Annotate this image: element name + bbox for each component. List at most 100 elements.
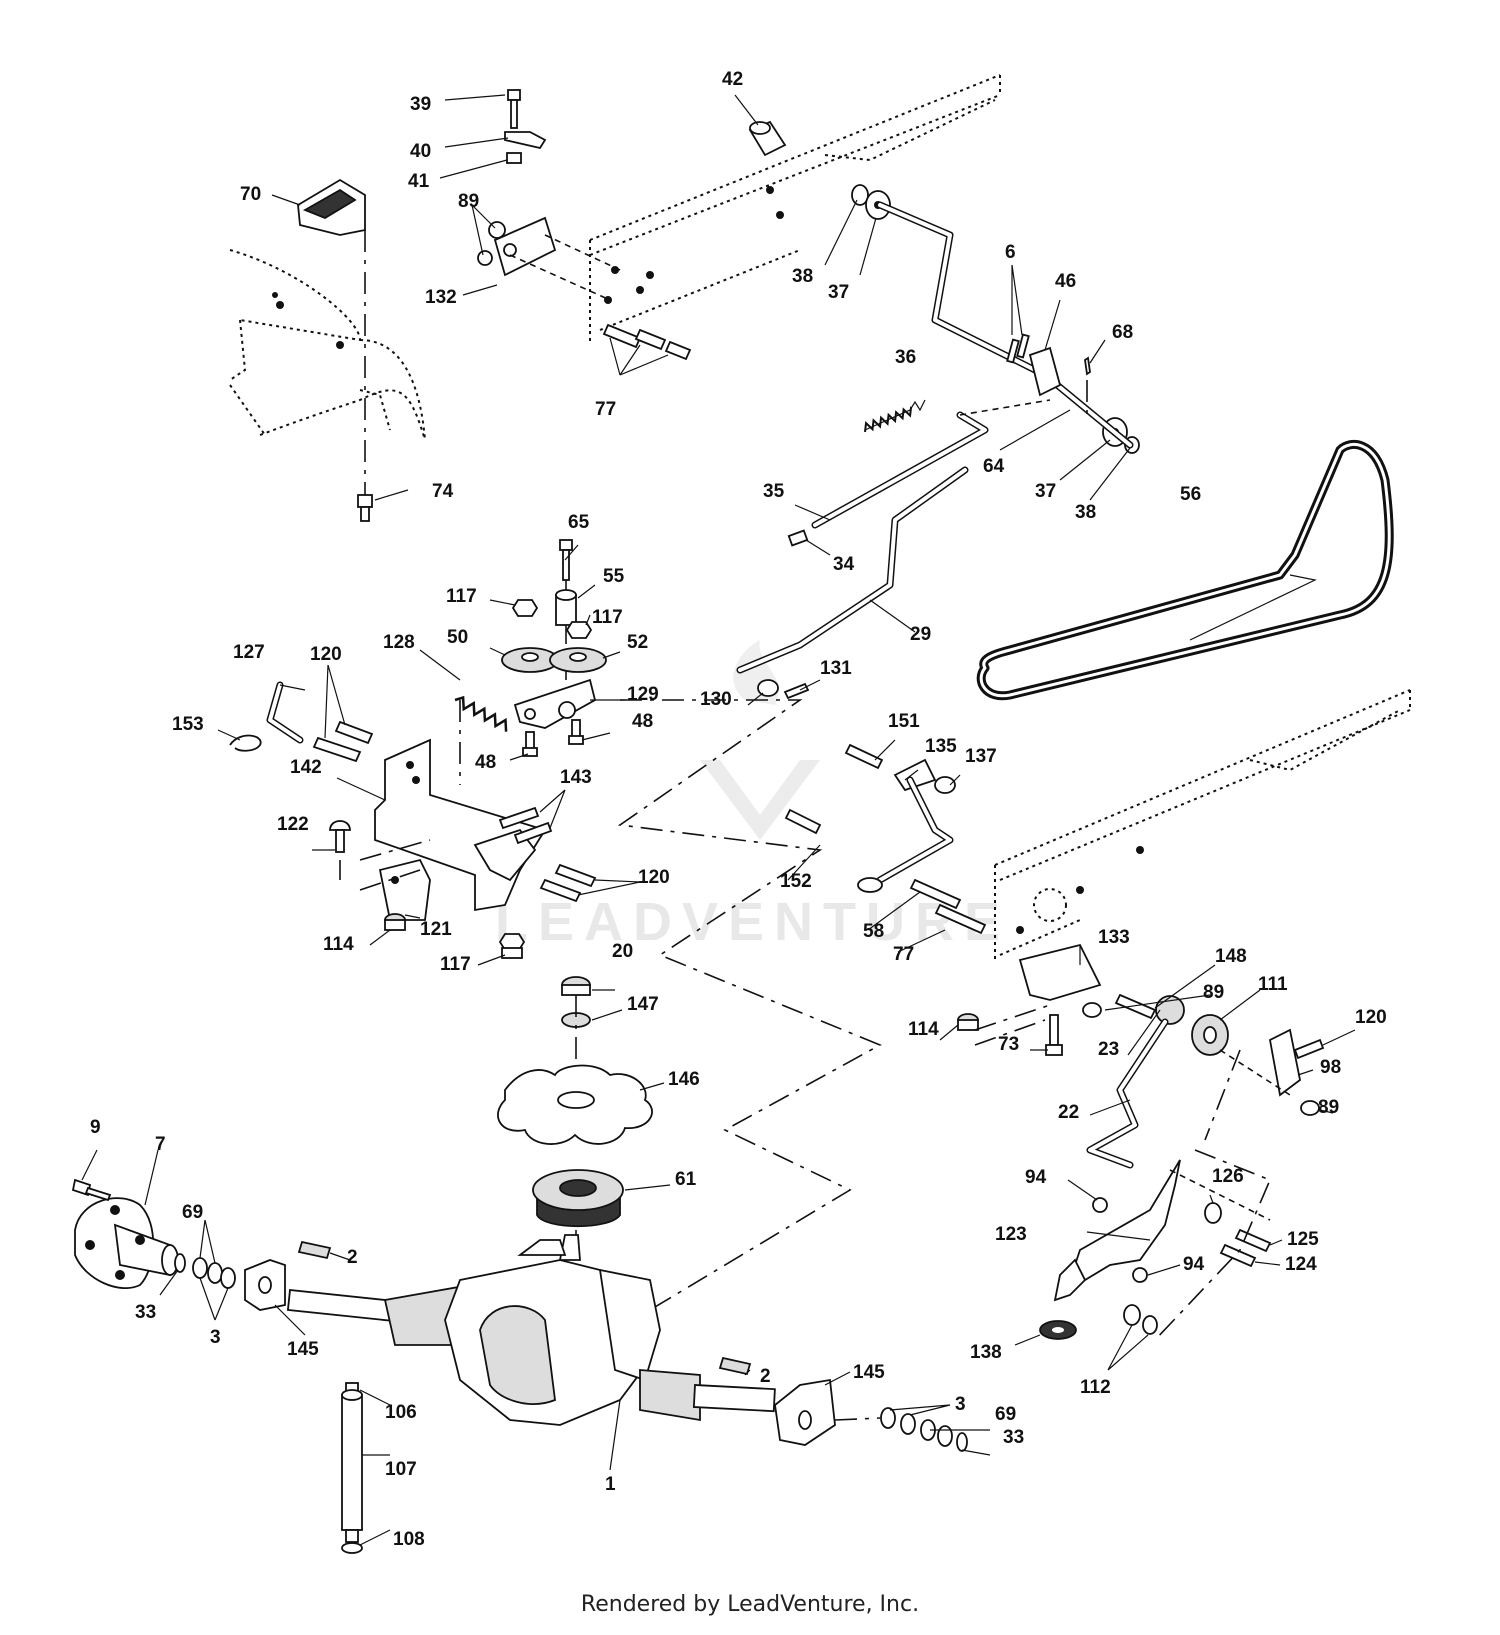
callout-148: 148	[1215, 946, 1247, 967]
callout-77: 77	[595, 399, 616, 420]
part-68-pin	[1084, 356, 1091, 376]
part-114-nut-right	[957, 1013, 979, 1031]
callout-35: 35	[763, 481, 785, 502]
callout-94: 94	[1183, 1254, 1205, 1275]
part-148-bolt	[1114, 993, 1157, 1020]
callout-39: 39	[410, 94, 431, 115]
part-64-rod	[876, 201, 1134, 449]
callout-50: 50	[447, 627, 468, 648]
footer-credit: Rendered by LeadVenture, Inc.	[580, 1592, 920, 1617]
callout-48: 48	[475, 752, 496, 773]
callout-7: 7	[155, 1134, 166, 1155]
part-121-plate	[378, 858, 431, 921]
callout-121: 121	[420, 919, 452, 940]
part-123-plate	[1053, 1159, 1181, 1302]
callout-46: 46	[1055, 271, 1076, 292]
part-77-bolts-upper	[602, 323, 692, 361]
part-52-pulley	[549, 647, 607, 673]
part-120-bolt-right	[1293, 1038, 1325, 1060]
callout-labels: 39 40 41 42 70 89 132 77 38 37 6 46 68 3…	[90, 69, 1387, 1550]
part-106-107-108-axle	[341, 1382, 363, 1554]
callout-112: 112	[1080, 1377, 1111, 1398]
callout-38: 38	[792, 266, 813, 287]
part-133-plate	[1018, 943, 1102, 1001]
callout-38: 38	[1075, 502, 1096, 523]
part-61-pulley	[532, 1169, 624, 1228]
part-42-sleeve	[748, 120, 787, 157]
callout-6: 6	[1005, 242, 1016, 263]
fender	[229, 249, 426, 441]
callout-123: 123	[995, 1224, 1027, 1245]
callout-153: 153	[172, 714, 204, 735]
callout-114: 114	[323, 934, 354, 955]
part-2-keys	[297, 1240, 752, 1376]
callout-143: 143	[560, 767, 592, 788]
part-73-bolt	[1045, 1014, 1063, 1056]
callout-127: 127	[233, 642, 265, 663]
callout-130: 130	[700, 689, 732, 710]
callout-68: 68	[1112, 322, 1133, 343]
part-151-bolt	[844, 743, 884, 770]
callout-131: 131	[820, 658, 852, 679]
frame-rail-lower	[994, 689, 1411, 960]
part-70-cover	[297, 178, 366, 236]
callout-114: 114	[908, 1019, 939, 1040]
part-120-bolts-upper	[312, 720, 374, 763]
callout-37: 37	[828, 282, 849, 303]
part-138-washer	[1039, 1320, 1077, 1340]
callout-111: 111	[1258, 974, 1288, 995]
callout-48: 48	[632, 711, 653, 732]
part-89-nut-mid	[1082, 1002, 1102, 1018]
callout-152: 152	[780, 871, 812, 892]
part-39-40-41-hardware	[504, 89, 547, 164]
callout-94: 94	[1025, 1167, 1047, 1188]
callout-107: 107	[385, 1459, 417, 1480]
callout-147: 147	[627, 994, 659, 1015]
callout-65: 65	[568, 512, 590, 533]
part-120-bolts-lower	[539, 863, 597, 903]
frame-rail-upper	[589, 74, 1001, 345]
callout-106: 106	[385, 1402, 417, 1423]
callout-29: 29	[910, 624, 931, 645]
callout-89: 89	[458, 191, 479, 212]
callout-36: 36	[895, 347, 916, 368]
callout-133: 133	[1098, 927, 1130, 948]
callout-89: 89	[1318, 1097, 1339, 1118]
callout-56: 56	[1180, 484, 1201, 505]
part-20-nut	[561, 976, 591, 996]
callout-20: 20	[612, 941, 633, 962]
part-126-washer	[1204, 1202, 1222, 1224]
callout-142: 142	[290, 757, 322, 778]
part-89-nut-right	[1300, 1100, 1320, 1116]
callout-3: 3	[210, 1327, 221, 1348]
part-152-bolt	[784, 808, 822, 835]
part-111-spacer	[1191, 1014, 1229, 1056]
part-132-bracket	[477, 216, 621, 301]
callout-108: 108	[393, 1529, 425, 1550]
part-117-nuts	[498, 599, 593, 959]
callout-135: 135	[925, 736, 957, 757]
part-145-bracket-right	[774, 1378, 836, 1446]
part-48-bolts	[522, 719, 584, 757]
callout-52: 52	[627, 632, 648, 653]
callout-151: 151	[888, 711, 920, 732]
part-50-pulley	[501, 647, 559, 673]
part-128-spring	[454, 695, 508, 785]
part-74-bolt	[357, 494, 373, 522]
watermark-text: LEADVENTURE	[495, 892, 1010, 952]
callout-3: 3	[955, 1394, 966, 1415]
callout-122: 122	[277, 814, 309, 835]
part-122-bolt	[329, 820, 351, 853]
part-33-69-3-washers-left	[174, 1253, 236, 1289]
callout-33: 33	[1003, 1427, 1024, 1448]
callout-146: 146	[668, 1069, 700, 1090]
part-1-transmission	[286, 1234, 776, 1426]
callout-69: 69	[995, 1404, 1016, 1425]
part-114-nut-left	[384, 913, 406, 931]
part-55-spacer	[555, 589, 577, 626]
callout-120: 120	[1355, 1007, 1387, 1028]
leader-lines	[81, 94, 1356, 1546]
callout-9: 9	[90, 1117, 101, 1138]
part-143-bolts	[498, 806, 553, 845]
